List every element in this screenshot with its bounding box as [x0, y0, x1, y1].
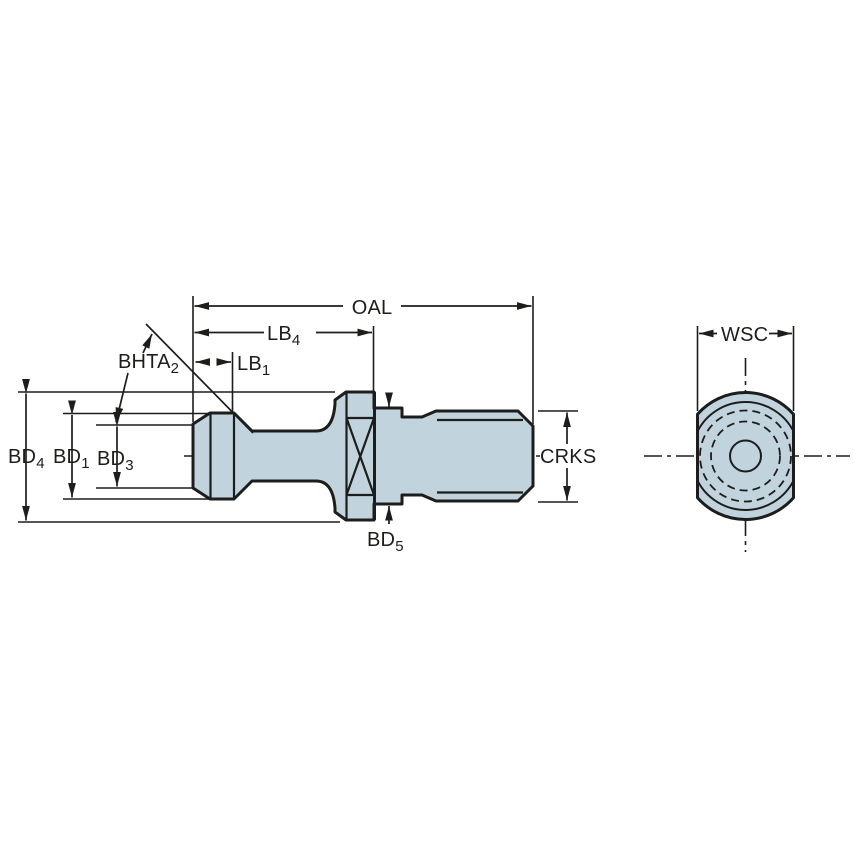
leader-line	[115, 372, 129, 423]
label-lb1: LB1	[237, 353, 270, 379]
lb1-dimension: LB1	[195, 352, 270, 412]
lb4-dimension: LB4	[194, 323, 375, 391]
flange-cross-line	[345, 417, 376, 496]
head-facet-lines	[209, 413, 236, 499]
label-bd1: BD1	[53, 446, 90, 472]
label-bd3: BD3	[97, 448, 134, 474]
taper-angle-line	[145, 323, 254, 434]
end-view-inner-arc-top	[696, 401, 795, 432]
end-view: WSC	[644, 324, 850, 552]
wsc-dimension: WSC	[696, 324, 795, 411]
flange-detail	[345, 392, 376, 520]
label-oal: OAL	[352, 297, 393, 319]
label-bd5: BD5	[367, 529, 404, 555]
side-view: OAL LB4 LB1 BHTA2 BD4	[8, 296, 596, 555]
bd1-dimension: BD1	[53, 400, 209, 500]
hidden-circle-outer	[699, 409, 792, 503]
end-view-inner-arc-bottom	[696, 480, 795, 511]
bhta2-angle-callout: BHTA2	[115, 323, 254, 434]
label-bd4: BD4	[8, 446, 45, 472]
oal-dimension: OAL	[192, 296, 534, 424]
thread-detail	[437, 418, 523, 494]
label-wsc: WSC	[721, 324, 768, 346]
bd4-dimension: BD4	[8, 379, 340, 523]
label-bhta2: BHTA2	[118, 351, 179, 377]
pull-stud-profile	[191, 390, 535, 522]
bd3-dimension: BD3	[96, 412, 192, 489]
end-view-outline	[696, 391, 795, 521]
label-lb4: LB4	[267, 323, 300, 349]
center-hole-circle	[729, 439, 762, 473]
label-crks: CRKS	[540, 446, 596, 468]
leader-line	[142, 333, 153, 354]
bd5-dimension: BD5	[367, 392, 404, 555]
crks-dimension: CRKS	[538, 410, 596, 503]
hidden-circle-inner	[710, 420, 781, 492]
